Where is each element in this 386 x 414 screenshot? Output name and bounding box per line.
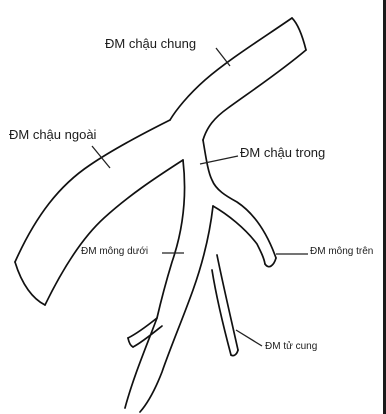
uterine-end-cap: [231, 350, 238, 356]
uterine-left-wall: [212, 270, 231, 355]
common-iliac-lower-wall: [203, 50, 306, 140]
label-external-iliac: ĐM chậu ngoài: [9, 128, 96, 141]
common-iliac-upper-wall: [170, 18, 292, 120]
leader-uterine: [236, 330, 262, 346]
label-internal-iliac: ĐM chậu trong: [240, 146, 325, 159]
inferior-gluteal-right-wall: [140, 206, 213, 412]
superior-gluteal-end-cap: [265, 258, 276, 267]
label-superior-gluteal: ĐM mông trên: [310, 247, 373, 257]
small-branch-cap: [128, 338, 133, 347]
common-iliac-end-cap: [292, 18, 306, 50]
inferior-gluteal-left-wall: [125, 160, 185, 408]
leader-common-iliac: [216, 48, 230, 66]
external-iliac-end-cap: [15, 262, 45, 305]
superior-gluteal-inner-wall: [213, 206, 265, 264]
label-inferior-gluteal: ĐM mông dưới: [81, 247, 148, 257]
label-common-iliac: ĐM chậu chung: [105, 37, 196, 50]
uterine-right-wall: [217, 255, 238, 350]
external-iliac-lower-wall: [45, 160, 183, 305]
label-uterine: ĐM tử cung: [265, 342, 317, 352]
leader-external-iliac: [92, 146, 110, 168]
